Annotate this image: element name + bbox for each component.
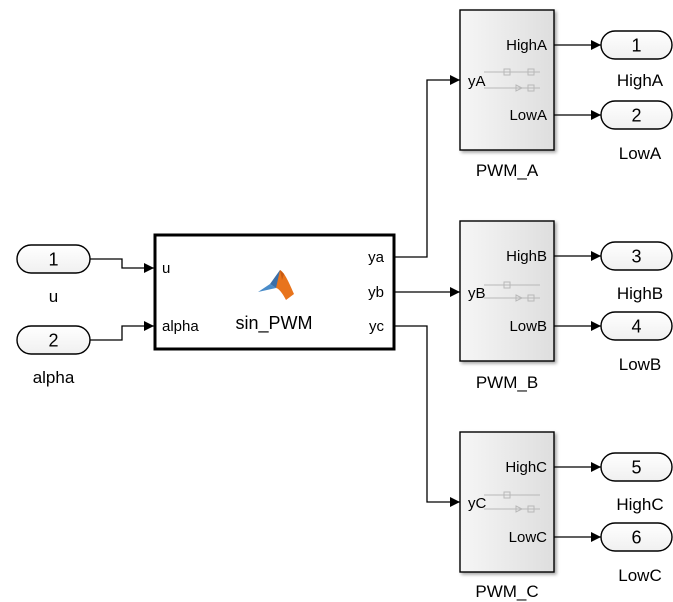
outport-number: 6 — [631, 528, 641, 548]
subsystem-preview — [484, 68, 540, 92]
subsystem-preview — [484, 491, 540, 513]
outport-number: 3 — [631, 247, 641, 267]
outport-number: 4 — [631, 317, 641, 337]
matlab-logo-icon — [258, 270, 294, 300]
signal-line-u[interactable] — [90, 258, 154, 273]
outport-lowc[interactable]: 6 LowC — [600, 522, 673, 585]
subsystem-preview — [484, 281, 540, 302]
subsystem-name: PWM_C — [475, 582, 538, 601]
subsystem-name: PWM_A — [476, 161, 539, 180]
subsystem-input-label: yC — [468, 495, 487, 512]
inport-u[interactable]: 1 u — [16, 244, 91, 306]
subsystem-output-label: HighC — [505, 459, 547, 476]
output-pin-label: yc — [369, 318, 385, 335]
pwm-subsystem-a[interactable]: yA HighA LowA PWM_A — [459, 9, 555, 180]
outport-lowa[interactable]: 2 LowA — [600, 100, 673, 163]
pwm-subsystem-c[interactable]: yC HighC LowC PWM_C — [459, 431, 555, 601]
function-block-name: sin_PWM — [235, 313, 312, 334]
outport-highb[interactable]: 3 HighB — [600, 241, 673, 303]
outport-label: LowB — [619, 355, 662, 374]
outport-label: LowA — [619, 144, 662, 163]
signal-line-ya[interactable] — [394, 75, 460, 258]
outport-label: HighC — [616, 495, 663, 514]
outport-higha[interactable]: 1 HighA — [600, 30, 673, 90]
outport-label: HighB — [617, 284, 663, 303]
outport-number: 1 — [631, 36, 641, 56]
outport-highc[interactable]: 5 HighC — [600, 452, 673, 514]
outport-lowb[interactable]: 4 LowB — [600, 311, 673, 374]
inport-alpha[interactable]: 2 alpha — [16, 325, 91, 387]
pwm-subsystem-b[interactable]: yB HighB LowB PWM_B — [459, 220, 555, 392]
subsystem-input-label: yA — [468, 73, 486, 90]
subsystem-output-label: LowC — [509, 529, 548, 546]
subsystem-output-label: HighA — [506, 37, 547, 54]
subsystem-output-label: HighB — [506, 248, 547, 265]
outport-number: 5 — [631, 458, 641, 478]
inport-number: 2 — [48, 331, 58, 351]
subsystem-output-label: LowB — [509, 318, 547, 335]
inport-number: 1 — [48, 250, 58, 270]
signal-lines — [90, 40, 601, 542]
subsystem-output-label: LowA — [509, 107, 547, 124]
inport-label: alpha — [33, 368, 75, 387]
output-pin-label: ya — [368, 249, 385, 266]
input-pin-label: u — [162, 260, 170, 277]
matlab-function-block[interactable]: u alpha ya yb yc sin_PWM — [153, 233, 396, 351]
outport-number: 2 — [631, 106, 641, 126]
output-pin-label: yb — [368, 284, 384, 301]
input-pin-label: alpha — [162, 318, 199, 335]
signal-line-yc[interactable] — [394, 325, 460, 507]
outport-label: HighA — [617, 71, 664, 90]
subsystem-input-label: yB — [468, 285, 486, 302]
inport-label: u — [49, 287, 58, 306]
subsystem-name: PWM_B — [476, 373, 538, 392]
signal-line-alpha[interactable] — [90, 321, 154, 341]
outport-label: LowC — [618, 566, 661, 585]
